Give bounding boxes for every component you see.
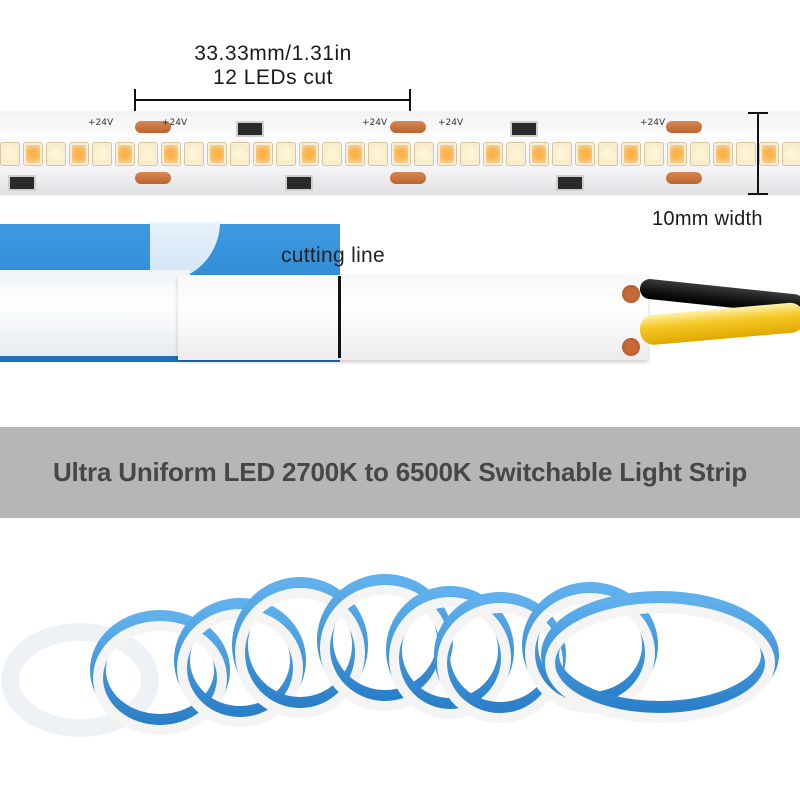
resistor	[285, 175, 313, 191]
led-chip	[713, 142, 733, 166]
yellow-wire	[638, 301, 800, 346]
cutting-line-mark	[338, 276, 341, 358]
led-chip	[276, 142, 296, 166]
strip-back-right	[178, 275, 648, 360]
led-chip	[759, 142, 779, 166]
cut-leds-text: 12 LEDs cut	[213, 66, 333, 89]
coil-6-white	[389, 597, 511, 719]
width-label: 10mm width	[652, 208, 763, 230]
led-chip	[506, 142, 526, 166]
coil-2-white	[93, 621, 227, 735]
copper-cut-bottom-pad	[135, 172, 171, 184]
voltage-marking: +24V	[362, 118, 388, 128]
resistor	[510, 121, 538, 137]
coil-9	[541, 591, 779, 719]
coil-4-white	[235, 588, 365, 718]
copper-cut-bottom-pad	[390, 172, 426, 184]
solder-pad-bottom	[622, 338, 640, 356]
strip-back-left	[0, 270, 190, 356]
led-chip	[621, 142, 641, 166]
led-chip	[92, 142, 112, 166]
title-banner: Ultra Uniform LED 2700K to 6500K Switcha…	[0, 427, 800, 518]
led-chip	[23, 142, 43, 166]
copper-cut-top-pad	[390, 121, 426, 133]
cutting-line-label: cutting line	[281, 244, 385, 267]
resistor	[556, 175, 584, 191]
led-chip	[138, 142, 158, 166]
led-chip	[368, 142, 388, 166]
copper-cut-top-pad	[135, 121, 171, 133]
led-chip	[253, 142, 273, 166]
led-chip	[483, 142, 503, 166]
coil-9-white	[545, 603, 775, 723]
cut-dimension-tick-right	[409, 89, 411, 111]
copper-cut-top-pad	[666, 121, 702, 133]
cut-length-text: 33.33mm/1.31in	[194, 42, 352, 65]
strip-coils-photo	[1, 574, 779, 737]
width-dimension-tick-bottom	[748, 193, 768, 195]
led-chip	[667, 142, 687, 166]
copper-cut-bottom-pad	[666, 172, 702, 184]
led-chip	[0, 142, 20, 166]
solder-pad-top	[622, 285, 640, 303]
width-dimension-tick-top	[748, 112, 768, 114]
led-chip	[391, 142, 411, 166]
cut-dimension-label: 33.33mm/1.31in 12 LEDs cut	[135, 42, 411, 90]
led-chip	[782, 142, 800, 166]
cut-dimension-line	[135, 99, 411, 101]
led-chip	[552, 142, 572, 166]
led-chip	[598, 142, 618, 166]
coil-1	[1, 623, 159, 737]
voltage-marking: +24V	[88, 118, 114, 128]
led-chip	[345, 142, 365, 166]
led-chip	[736, 142, 756, 166]
led-chip	[161, 142, 181, 166]
width-dimension-line	[757, 113, 759, 195]
resistor	[236, 121, 264, 137]
voltage-marking: +24V	[438, 118, 464, 128]
led-chip	[437, 142, 457, 166]
banner-title: Ultra Uniform LED 2700K to 6500K Switcha…	[52, 457, 748, 487]
led-chip	[460, 142, 480, 166]
led-chip	[575, 142, 595, 166]
cut-dimension-tick-left	[134, 89, 136, 111]
led-chip	[46, 142, 66, 166]
resistor	[8, 175, 36, 191]
led-chip	[69, 142, 89, 166]
led-chip	[184, 142, 204, 166]
led-chip	[207, 142, 227, 166]
led-chip	[322, 142, 342, 166]
coil-group	[1, 574, 779, 737]
led-chip	[230, 142, 250, 166]
led-strip-closeup: +24V +24V +24V +24V +24V	[0, 111, 800, 194]
voltage-marking: +24V	[640, 118, 666, 128]
led-chip	[299, 142, 319, 166]
led-chip	[644, 142, 664, 166]
led-chip	[690, 142, 710, 166]
led-chip	[529, 142, 549, 166]
voltage-marking: +24V	[162, 118, 188, 128]
led-chip	[115, 142, 135, 166]
led-chip	[414, 142, 434, 166]
